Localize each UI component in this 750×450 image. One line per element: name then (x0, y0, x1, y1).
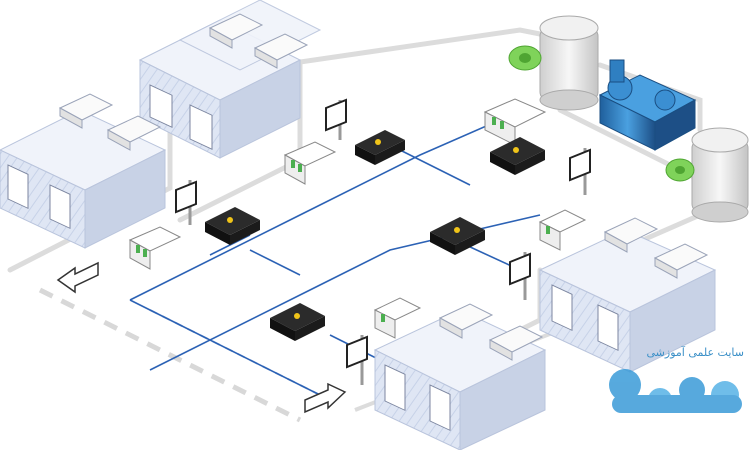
cold-room-cluster-left (0, 93, 167, 249)
display-terminal (509, 252, 531, 300)
controller-box (283, 141, 337, 185)
controller-box (373, 297, 422, 339)
cold-room-cluster-right (538, 217, 717, 373)
watermark-caption: سایت علمی آموزشی (646, 346, 745, 359)
condenser-unit (653, 243, 709, 279)
display-terminal (175, 180, 197, 225)
cold-room-cluster-top-left (138, 0, 322, 159)
condenser-unit (208, 13, 264, 49)
cold-room-cluster-bottom (373, 303, 547, 450)
condenser-unit (488, 325, 544, 361)
watermark-logo (609, 369, 742, 413)
display-terminal (346, 335, 368, 385)
gateway-device (205, 207, 260, 245)
condenser-unit (253, 33, 309, 69)
condenser-unit (438, 303, 494, 339)
display-terminal (569, 148, 591, 195)
controller-box (483, 98, 547, 146)
network-cabling-dashed (149, 309, 331, 401)
controller-box (128, 226, 182, 270)
controller-box (538, 209, 587, 251)
condenser-unit (58, 93, 114, 129)
exit-arrow-icon (56, 261, 99, 294)
gateway-device (355, 130, 405, 165)
receiver-tank-right (691, 127, 749, 223)
condenser-unit (603, 217, 659, 253)
fan-icon (508, 45, 542, 71)
exit-arrow-icon (304, 382, 347, 414)
floor-boundary-dashed (38, 287, 302, 423)
receiver-tank-top (539, 15, 599, 111)
display-terminal (325, 98, 347, 140)
gateway-device (490, 137, 545, 175)
fan-icon (665, 158, 695, 182)
gateway-device (430, 217, 485, 255)
gateway-device (270, 303, 325, 341)
condenser-unit (106, 115, 162, 151)
compressor (598, 59, 697, 151)
